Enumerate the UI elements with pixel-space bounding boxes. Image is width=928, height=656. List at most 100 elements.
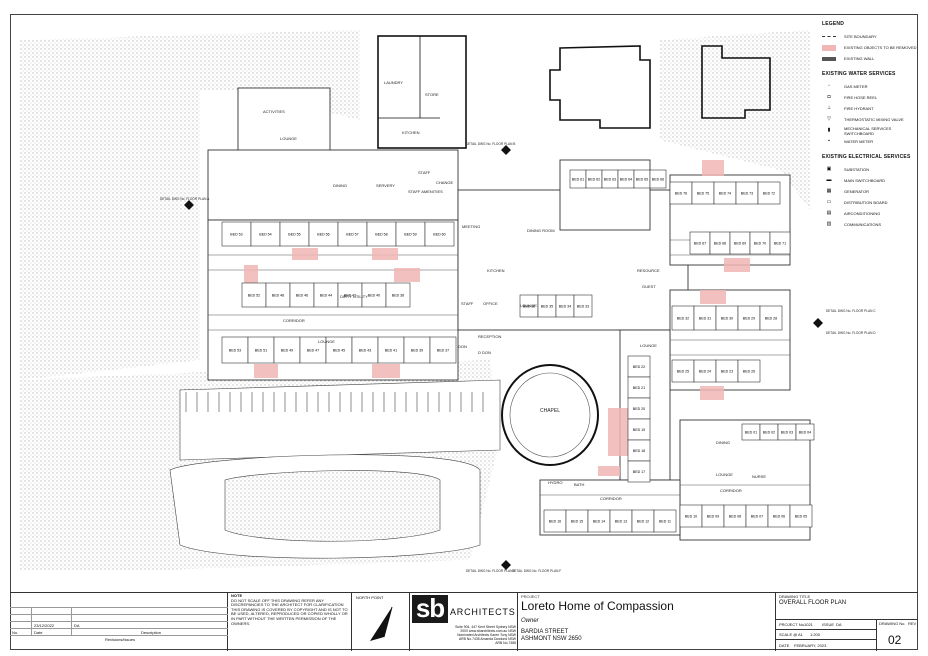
bed-label: BED 08: [729, 514, 741, 518]
room-label: STAFF: [418, 170, 431, 175]
bed-room: BED 68: [709, 231, 731, 255]
bed-room: BED 34: [555, 294, 575, 318]
room-label: LAUNDRY: [384, 80, 403, 85]
bed-room: BED 18: [627, 439, 651, 462]
logo-mark: sb: [412, 595, 448, 623]
drawing-sheet: [10, 14, 918, 650]
legend-item: ▫GAS METER: [822, 81, 918, 92]
room-label: KITCHEN: [487, 268, 505, 273]
bed-room: BED 72: [757, 181, 781, 205]
removal-swatch-icon: [822, 44, 836, 51]
bed-label: BED 39: [411, 348, 423, 352]
bed-label: BED 22: [633, 365, 645, 369]
bed-label: BED 60: [433, 232, 445, 236]
table-row: [10, 614, 228, 622]
bed-label: BED 35: [541, 304, 553, 308]
bed-room: BED 29: [737, 305, 761, 331]
bed-room: BED 62: [585, 169, 603, 189]
detail-callout[interactable]: DETAIL DWG No. FLOOR PLAN A: [160, 197, 210, 210]
bed-label: BED 53: [230, 232, 242, 236]
bed-room: BED 07: [745, 504, 769, 528]
room-label: RECEPTION: [478, 334, 501, 339]
bed-room: BED 25: [671, 359, 695, 383]
room-label: BATH: [574, 482, 584, 487]
bed-room: BED 14: [587, 509, 611, 533]
legend-item: ▣SUBSTATION: [822, 164, 918, 175]
table-row: [10, 607, 228, 615]
room-label: HYDRO: [548, 480, 562, 485]
bed-room: BED 57: [337, 221, 368, 247]
gas-meter-icon: ▫: [828, 83, 830, 89]
detail-callout[interactable]: DETAIL DWG No. FLOOR PLAN E: [466, 560, 515, 573]
landscape-area: [660, 30, 810, 210]
bed-label: BED 68: [714, 241, 726, 245]
detail-callout[interactable]: DETAIL DWG No. FLOOR PLAN D: [826, 331, 876, 335]
bed-room: BED 03: [777, 423, 797, 441]
bed-room: BED 63: [601, 169, 619, 189]
bed-label: BED 11: [659, 519, 671, 523]
service-block: [377, 35, 467, 149]
bed-room: BED 43: [351, 336, 379, 364]
detail-callout[interactable]: DETAIL DWG No. FLOOR PLAN B: [466, 142, 515, 155]
car-park: [169, 379, 501, 559]
bed-label: BED 41: [385, 348, 397, 352]
bed-label: BED 23: [721, 369, 733, 373]
legend-item: ▦GENERATOR: [822, 186, 918, 197]
bed-room: BED 75: [691, 181, 715, 205]
chapel-outline: [501, 364, 599, 466]
north-point: NORTH POINT: [352, 593, 410, 651]
legend: LEGEND SITE BOUNDARY EXISTING OBJECTS TO…: [822, 22, 918, 238]
bed-label: BED 21: [633, 386, 645, 390]
bed-room: BED 61: [569, 169, 587, 189]
bed-room: BED 15: [565, 509, 589, 533]
bed-label: BED 74: [719, 191, 731, 195]
room-label: LOUNGE: [318, 339, 335, 344]
bed-room: BED 06: [767, 504, 791, 528]
bed-room: BED 54: [250, 221, 281, 247]
bed-room: BED 66: [649, 169, 667, 189]
drawing-info: DRAWING TITLE OVERALL FLOOR PLAN PROJECT…: [776, 593, 918, 651]
bed-label: BED 31: [699, 316, 711, 320]
bed-room: BED 64: [617, 169, 635, 189]
legend-item: ⊥FIRE HYDRANT: [822, 103, 918, 114]
legend-title: LEGEND: [822, 21, 845, 27]
svg-text:DETAIL DWG No. FLOOR PLAN F: DETAIL DWG No. FLOOR PLAN F: [512, 569, 561, 573]
bed-room: BED 36: [519, 294, 539, 318]
bed-label: BED 71: [774, 241, 786, 245]
bed-label: BED 14: [593, 519, 605, 523]
room-label: CHAPEL: [540, 408, 560, 414]
room-label: DON: [458, 344, 467, 349]
bed-label: BED 51: [255, 348, 267, 352]
room-label: CORRIDOR: [720, 488, 742, 493]
room-label: CHANGE: [436, 180, 453, 185]
bed-label: BED 62: [588, 177, 600, 181]
detail-callout[interactable]: DETAIL DWG No. FLOOR PLAN C: [813, 309, 876, 328]
bed-label: BED 48: [272, 293, 284, 297]
legend-item: ▥COMMUNICATIONS: [822, 219, 918, 230]
bed-room: BED 73: [735, 181, 759, 205]
bed-label: BED 61: [572, 177, 584, 181]
bed-room: BED 08: [723, 504, 747, 528]
room-label: STAFF: [461, 301, 474, 306]
bed-room: BED 45: [325, 336, 353, 364]
north-arrow-icon: [370, 606, 393, 641]
bed-room: BED 65: [633, 169, 651, 189]
room-label: MEETING: [462, 224, 480, 229]
bed-room: BED 56: [308, 221, 339, 247]
bed-room: BED 49: [273, 336, 301, 364]
bed-label: BED 29: [743, 316, 755, 320]
bed-label: BED 58: [375, 232, 387, 236]
bed-room: BED 33: [573, 294, 593, 318]
bed-label: BED 28: [765, 316, 777, 320]
bed-room: BED 60: [424, 221, 455, 247]
bed-room: BED 53: [221, 336, 249, 364]
bed-room: BED 13: [609, 509, 633, 533]
bed-room: BED 52: [241, 282, 267, 308]
bed-room: BED 74: [713, 181, 737, 205]
bed-label: BED 09: [707, 514, 719, 518]
detail-callout[interactable]: DETAIL DWG No. FLOOR PLAN F: [512, 569, 561, 573]
project-info: PROJECT Loreto Home of Compassion Owner …: [518, 593, 776, 651]
bed-room: BED 37: [429, 336, 457, 364]
